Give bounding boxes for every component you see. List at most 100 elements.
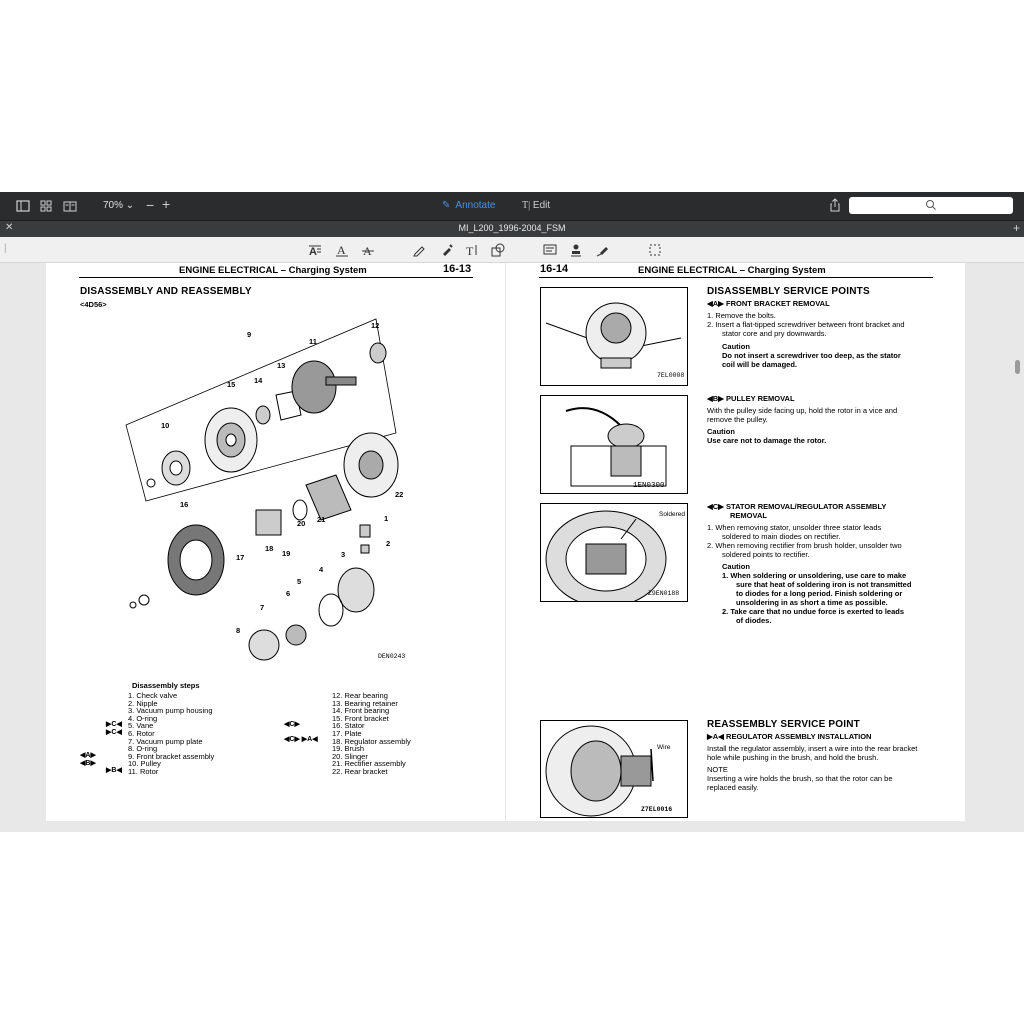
callout-1: 1 (384, 514, 389, 523)
figure-code: Z9EN0188 (648, 590, 680, 597)
pulley-illustration (565, 407, 667, 487)
sidebar-toggle-icon[interactable] (16, 199, 30, 213)
strikethrough-text-icon[interactable]: A (361, 243, 375, 257)
close-tab-icon[interactable]: ✕ (5, 222, 14, 233)
thumbnail-grid-icon[interactable] (39, 199, 53, 213)
note-icon[interactable] (543, 243, 557, 257)
callout-6: 6 (286, 589, 291, 598)
shapes-icon[interactable] (491, 243, 505, 257)
figure-pulley-removal: 1EN0300 (540, 395, 688, 494)
caution-text: Use care not to damage the rotor. (707, 436, 827, 445)
caution-text: of diodes. (736, 616, 772, 625)
step-item: 2. Nipple (128, 698, 158, 708)
selection-marquee-icon[interactable] (648, 243, 662, 257)
document-tab-title[interactable]: MI_L200_1996-2004_FSM (458, 223, 566, 233)
share-icon[interactable] (828, 198, 842, 212)
underline-text-icon[interactable]: A (335, 243, 349, 257)
marker-c: ▶C◀ (106, 721, 122, 728)
annotate-button[interactable]: ✎ Annotate (442, 200, 495, 211)
page-number: 16-13 (443, 263, 472, 275)
text-insert-icon[interactable]: T (465, 243, 479, 257)
figure-code: 7EL0008 (657, 372, 685, 379)
step-item: 21. Rectifier assembly (332, 759, 406, 769)
subsection-re-a-label: REGULATOR ASSEMBLY INSTALLATION (726, 732, 872, 741)
instruction-text: hole while pushing in the brush, and hol… (707, 753, 879, 762)
instruction-text: Install the regulator assembly, insert a… (707, 744, 918, 753)
step-item: 19. Brush (332, 744, 365, 754)
callout-14: 14 (254, 376, 263, 385)
callout-9: 9 (247, 330, 252, 339)
callout-3: 3 (341, 550, 346, 559)
marker-a: ◀A▶ (80, 752, 96, 759)
two-page-view-icon[interactable] (63, 199, 77, 213)
zoom-level-select[interactable]: 70% ⌄ (103, 200, 134, 211)
page-16-13: ENGINE ELECTRICAL – Charging System 16-1… (46, 263, 505, 821)
svg-text:A: A (309, 246, 317, 257)
search-input[interactable] (849, 197, 1013, 214)
annotate-label: Annotate (455, 200, 496, 211)
step-item: 16. Stator (332, 721, 365, 731)
zoom-in-button[interactable]: + (162, 196, 171, 212)
bottom-margin (0, 832, 1024, 1024)
regulator-illustration (545, 725, 654, 817)
text-cursor-icon: T| (522, 200, 531, 211)
callout-12: 12 (371, 321, 380, 330)
callout-5: 5 (297, 577, 302, 586)
subsection-b-label: PULLEY REMOVAL (726, 394, 795, 403)
document-tab-bar: ✕ MI_L200_1996-2004_FSM + (0, 220, 1024, 237)
sidebar-edge-icon: | (4, 243, 7, 254)
search-icon (926, 200, 936, 210)
subsection-a-title: ◀A▶ FRONT BRACKET REMOVAL (707, 299, 830, 308)
soldered-label: Soldered (659, 511, 686, 518)
pencil-icon[interactable] (412, 243, 426, 257)
service-points-title: DISASSEMBLY SERVICE POINTS (707, 286, 870, 297)
markup-toolbar: | A A A T (0, 237, 1024, 263)
highlighter-icon[interactable] (440, 243, 454, 257)
edit-button[interactable]: T| Edit (522, 200, 550, 211)
stamp-icon[interactable] (569, 243, 583, 257)
subsection-c-title: ◀C▶ STATOR REMOVAL/REGULATOR ASSEMBLY (707, 502, 887, 511)
caution-text: unsoldering in as short a time as possib… (736, 598, 888, 607)
instruction-text: soldered points to rectifier. (722, 550, 810, 559)
marker-c: ◀C▶ (284, 721, 300, 728)
chevron-down-icon: ⌄ (125, 200, 135, 211)
callout-18: 18 (265, 544, 274, 553)
svg-text:T: T (466, 244, 474, 257)
step-item: 13. Bearing retainer (332, 698, 398, 708)
page-16-14: 16-14 ENGINE ELECTRICAL – Charging Syste… (506, 263, 965, 821)
zoom-value: 70% (103, 200, 124, 211)
callout-8: 8 (236, 626, 241, 635)
steps-title: Disassembly steps (132, 681, 200, 690)
step-item: 9. Front bracket assembly (128, 751, 215, 761)
callout-21: 21 (317, 515, 326, 524)
signature-pen-icon[interactable] (596, 243, 610, 257)
marker-b: ◀B▶ (80, 760, 96, 767)
header-rule (539, 277, 933, 278)
text-box-icon[interactable]: A (308, 243, 322, 257)
instruction-text: With the pulley side facing up, hold the… (707, 406, 898, 415)
svg-text:A: A (337, 243, 346, 257)
step-item: 18. Regulator assembly (332, 736, 411, 746)
new-tab-icon[interactable]: + (1012, 221, 1020, 235)
wire-label: Wire (657, 744, 671, 751)
step-item: 7. Vacuum pump plate (128, 736, 203, 746)
callout-4: 4 (319, 565, 324, 574)
caution-text: 1. When soldering or unsoldering, use ca… (722, 571, 907, 580)
figure-code: 1EN0300 (633, 482, 665, 490)
step-item: 11. Rotor (128, 766, 159, 776)
header-subtitle: Charging System (288, 265, 367, 276)
subsection-c-label: STATOR REMOVAL/REGULATOR ASSEMBLY (726, 502, 887, 511)
caution-text: Do not insert a screwdriver too deep, as… (722, 351, 901, 360)
vertical-scrollbar[interactable] (1015, 360, 1020, 374)
zoom-out-button[interactable]: − (146, 197, 155, 213)
instruction-text: stator core and pry downwards. (722, 329, 827, 338)
instruction-text: soldered to main diodes on rectifier. (722, 532, 841, 541)
front-bracket-illustration (545, 302, 682, 369)
section-title: DISASSEMBLY AND REASSEMBLY (80, 286, 252, 297)
step-item: 4. O-ring (128, 713, 158, 723)
engine-code: <4D56> (80, 300, 107, 309)
step-item: 22. Rear bracket (332, 766, 388, 776)
subsection-a-label: FRONT BRACKET REMOVAL (726, 299, 830, 308)
reassembly-title: REASSEMBLY SERVICE POINT (707, 719, 860, 730)
step-item: 15. Front bracket (332, 713, 389, 723)
